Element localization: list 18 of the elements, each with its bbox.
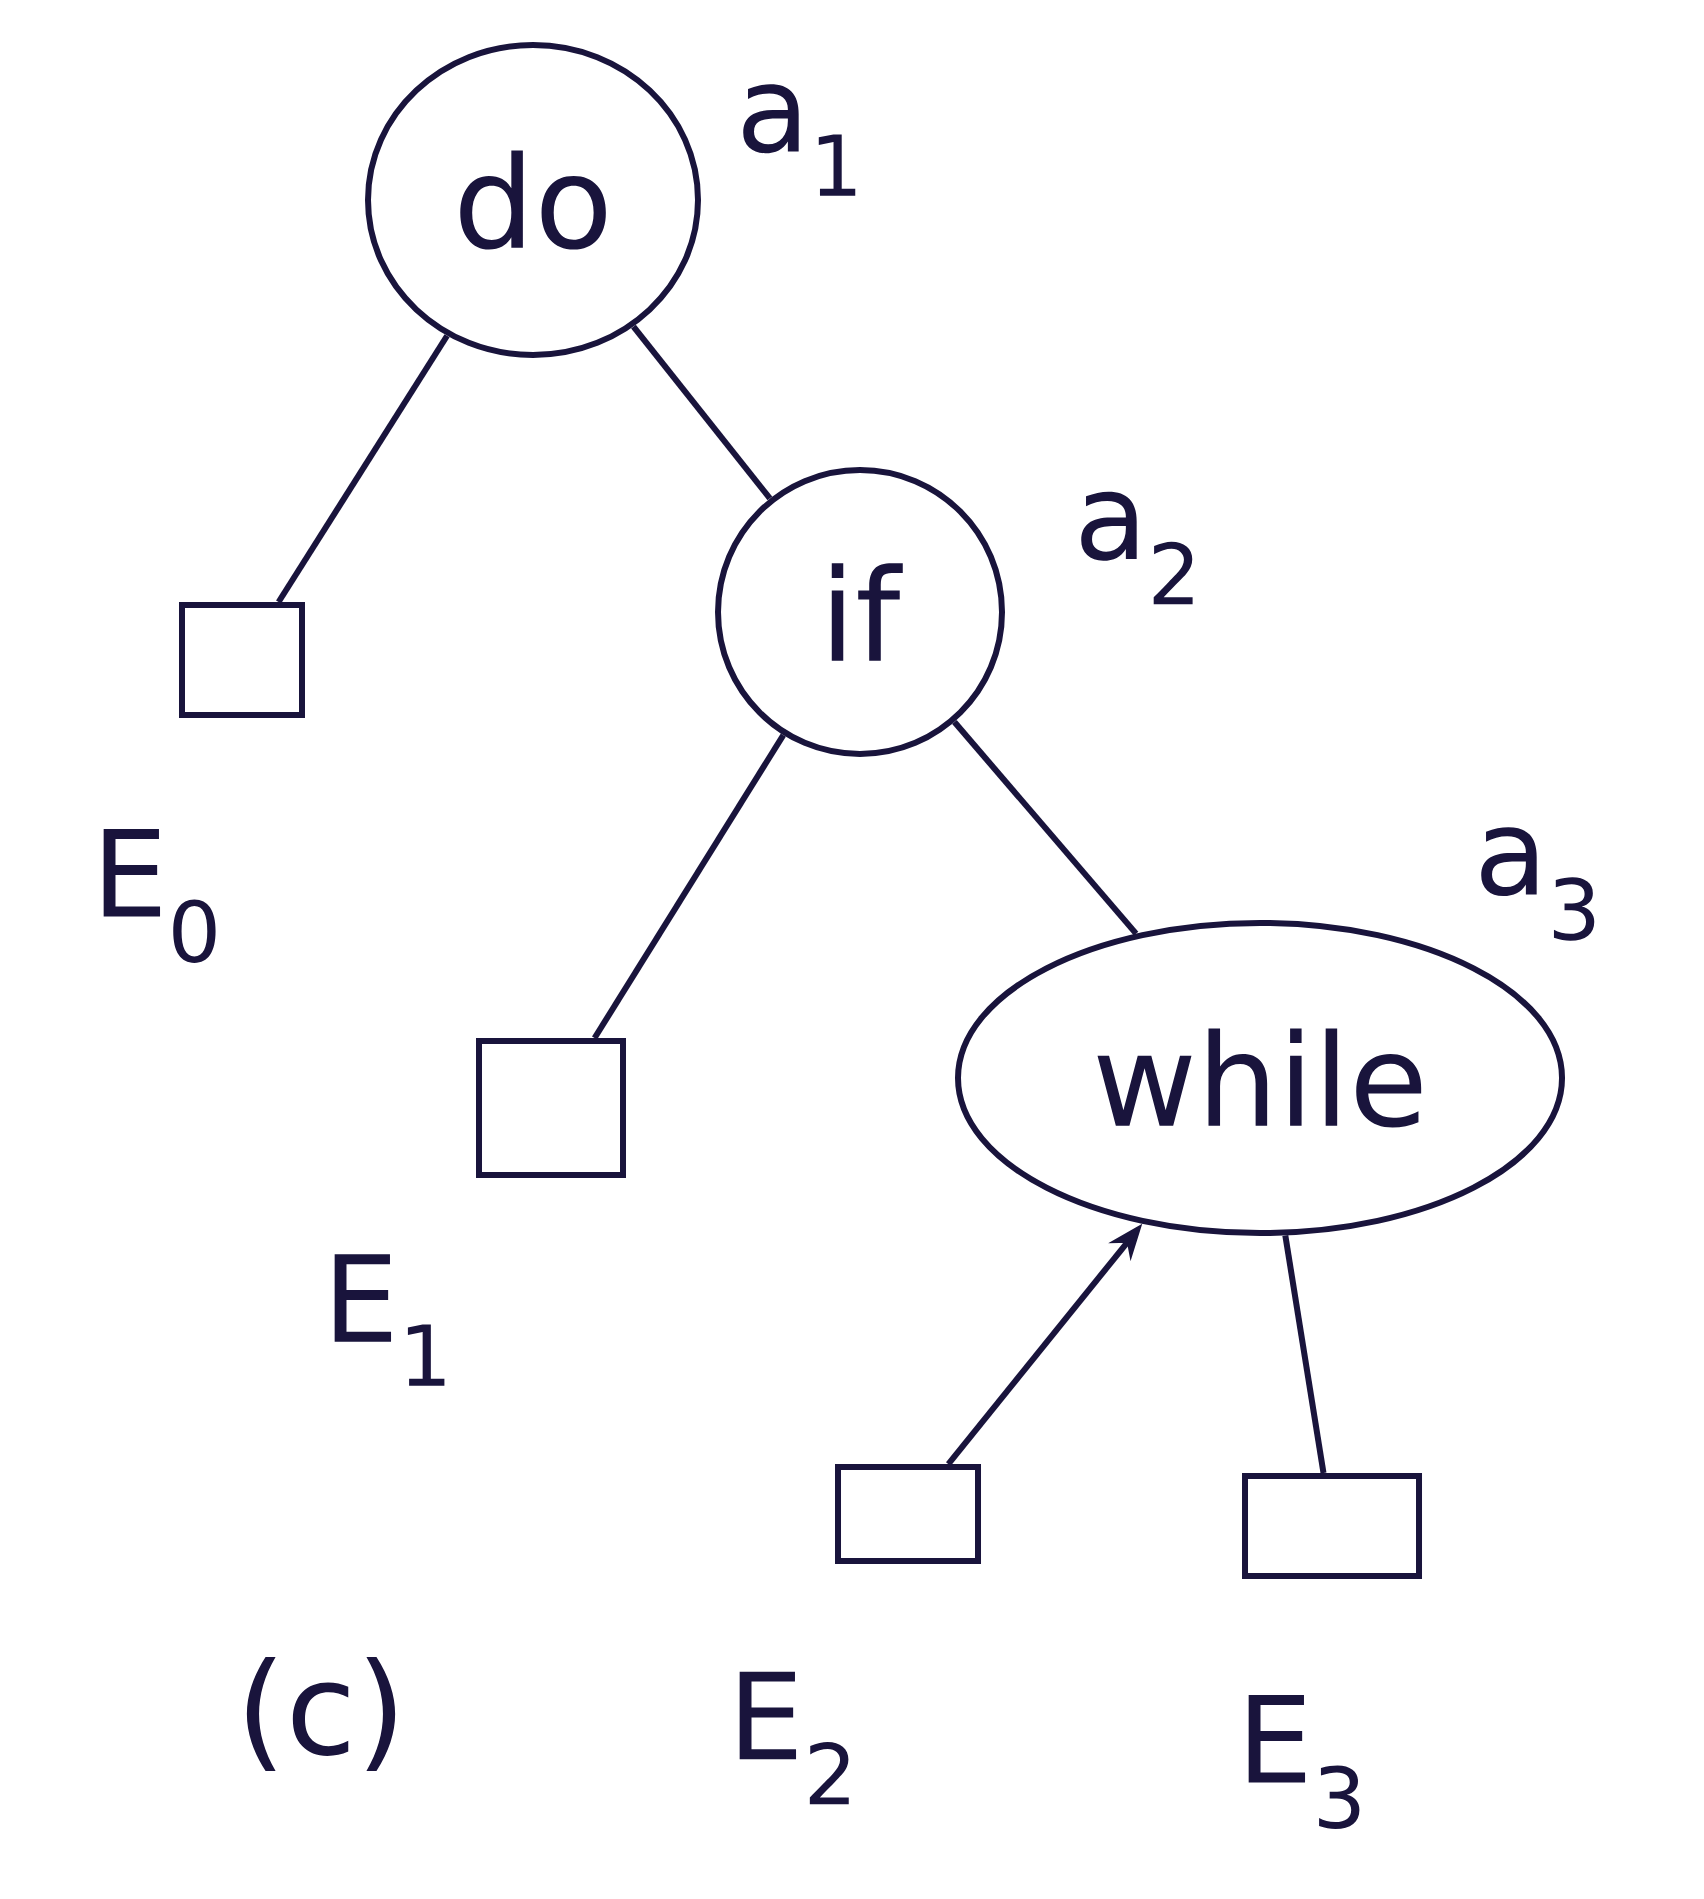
square-node [1242,1473,1422,1579]
node-label: a$_{2}$ [1081,491,1193,605]
connector-line [276,334,450,604]
ellipse-node: do [365,42,701,358]
connector-line [952,720,1139,936]
figure-label: (c) [246,1657,396,1771]
square-node [179,602,305,718]
square-node [476,1038,626,1178]
connector-line [592,733,786,1040]
node-label: E$_{2}$ [739,1671,849,1805]
node-label: a$_{1}$ [743,84,856,196]
square-node [835,1464,981,1564]
connector-line [631,324,773,501]
connector-line [1282,1234,1327,1474]
circle-node: if [715,467,1005,757]
node-label: E$_{0}$ [103,829,216,963]
node-label: E$_{1}$ [334,1254,445,1386]
node-label: E$_{3}$ [1248,1695,1360,1829]
